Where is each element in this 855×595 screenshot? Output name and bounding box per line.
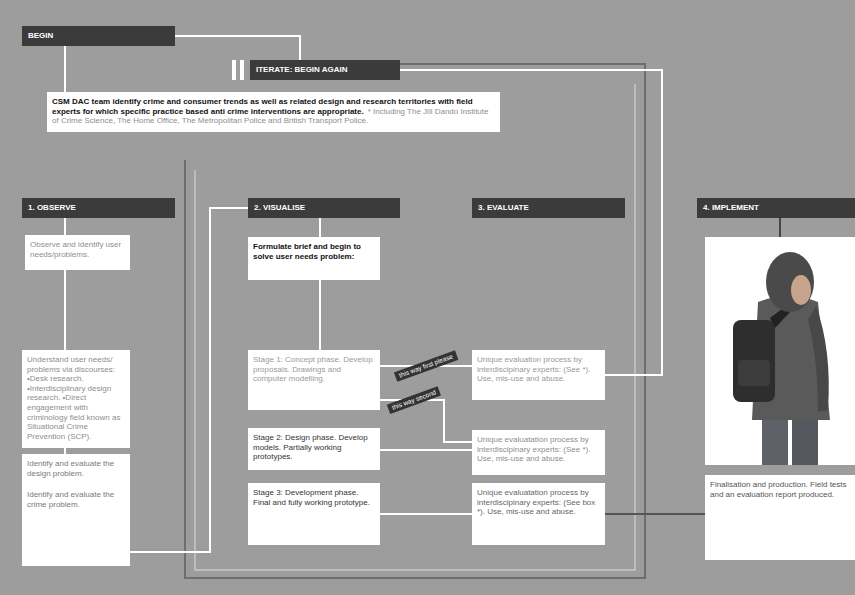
header-text: ITERATE: BEGIN AGAIN <box>256 60 394 80</box>
box-text: Finalisation and production. Field tests… <box>710 480 850 499</box>
connector-line <box>779 218 781 237</box>
iterate-loop-line <box>195 84 635 570</box>
process-box: Understand user needs/ problems via disc… <box>22 350 130 448</box>
header-bar: 2. VISUALISE <box>248 198 400 218</box>
connector-line <box>64 270 66 350</box>
process-box: Identify and evaluate the design problem… <box>22 454 130 566</box>
figure-backpack <box>733 320 775 402</box>
illustration-panel <box>705 237 855 465</box>
header-text: 1. OBSERVE <box>28 198 169 218</box>
connector-line <box>380 513 472 515</box>
box-text: Formulate brief and begin to solve user … <box>253 242 375 261</box>
figure-leg <box>762 415 788 465</box>
process-box: Stage 1: Concept phase. Develop proposal… <box>248 350 380 410</box>
box-text: Unique evaluatation process by interdisc… <box>477 435 600 464</box>
header-text: 4. IMPLEMENT <box>703 198 849 218</box>
box-text: Stage 3: Development phase. Final and fu… <box>253 488 375 507</box>
figure-face <box>791 275 811 305</box>
process-box: Stage 3: Development phase. Final and fu… <box>248 483 380 545</box>
box-text: Identify and evaluate the crime problem. <box>27 490 125 509</box>
pause-mark <box>232 60 236 80</box>
connector-line <box>64 46 66 92</box>
process-box: Observe and identify user needs/problems… <box>25 235 130 270</box>
box-text: Stage 1: Concept phase. Develop proposal… <box>253 355 375 384</box>
figure-backpack-pocket <box>738 360 770 386</box>
box-text: Unique evaluatation process by interdisc… <box>477 488 600 517</box>
process-box: Unique evaluatation process by interdisc… <box>472 483 605 545</box>
connector-line <box>130 208 248 552</box>
process-box: CSM DAC team identify crime and consumer… <box>47 92 500 132</box>
box-text: Observe and identify user needs/problems… <box>30 240 125 259</box>
connector-line <box>64 218 66 235</box>
connector-line <box>175 36 300 60</box>
process-box: Unique evaluation process by interdiscip… <box>472 350 605 400</box>
header-text: BEGIN <box>28 26 169 46</box>
figure-hood <box>766 252 814 312</box>
figure-arm <box>808 306 829 412</box>
connector-line <box>380 449 472 451</box>
box-text: Stage 2: Design phase. Develop models. P… <box>253 433 375 462</box>
process-box: Finalisation and production. Field tests… <box>705 475 855 560</box>
process-box: Stage 2: Design phase. Develop models. P… <box>248 428 380 470</box>
process-box: Unique evaluatation process by interdisc… <box>472 430 605 475</box>
header-text: 3. EVALUATE <box>478 198 619 218</box>
hooded-figure <box>733 252 830 465</box>
process-box: Formulate brief and begin to solve user … <box>248 237 380 280</box>
box-text: Unique evaluation process by interdiscip… <box>477 355 600 384</box>
figure-leg <box>792 415 818 465</box>
header-bar: 3. EVALUATE <box>472 198 625 218</box>
connector-line <box>605 513 705 515</box>
header-bar: 4. IMPLEMENT <box>697 198 855 218</box>
header-bar: 1. OBSERVE <box>22 198 175 218</box>
box-text: Identify and evaluate the design problem… <box>27 459 125 478</box>
header-bar: ITERATE: BEGIN AGAIN <box>250 60 400 80</box>
header-text: 2. VISUALISE <box>254 198 394 218</box>
pause-mark <box>240 60 244 80</box>
iterate-loop-line <box>185 64 645 578</box>
header-bar: BEGIN <box>22 26 175 46</box>
connector-line <box>319 280 321 350</box>
box-text: Understand user needs/ problems via disc… <box>27 355 125 441</box>
connector-line <box>319 218 321 237</box>
